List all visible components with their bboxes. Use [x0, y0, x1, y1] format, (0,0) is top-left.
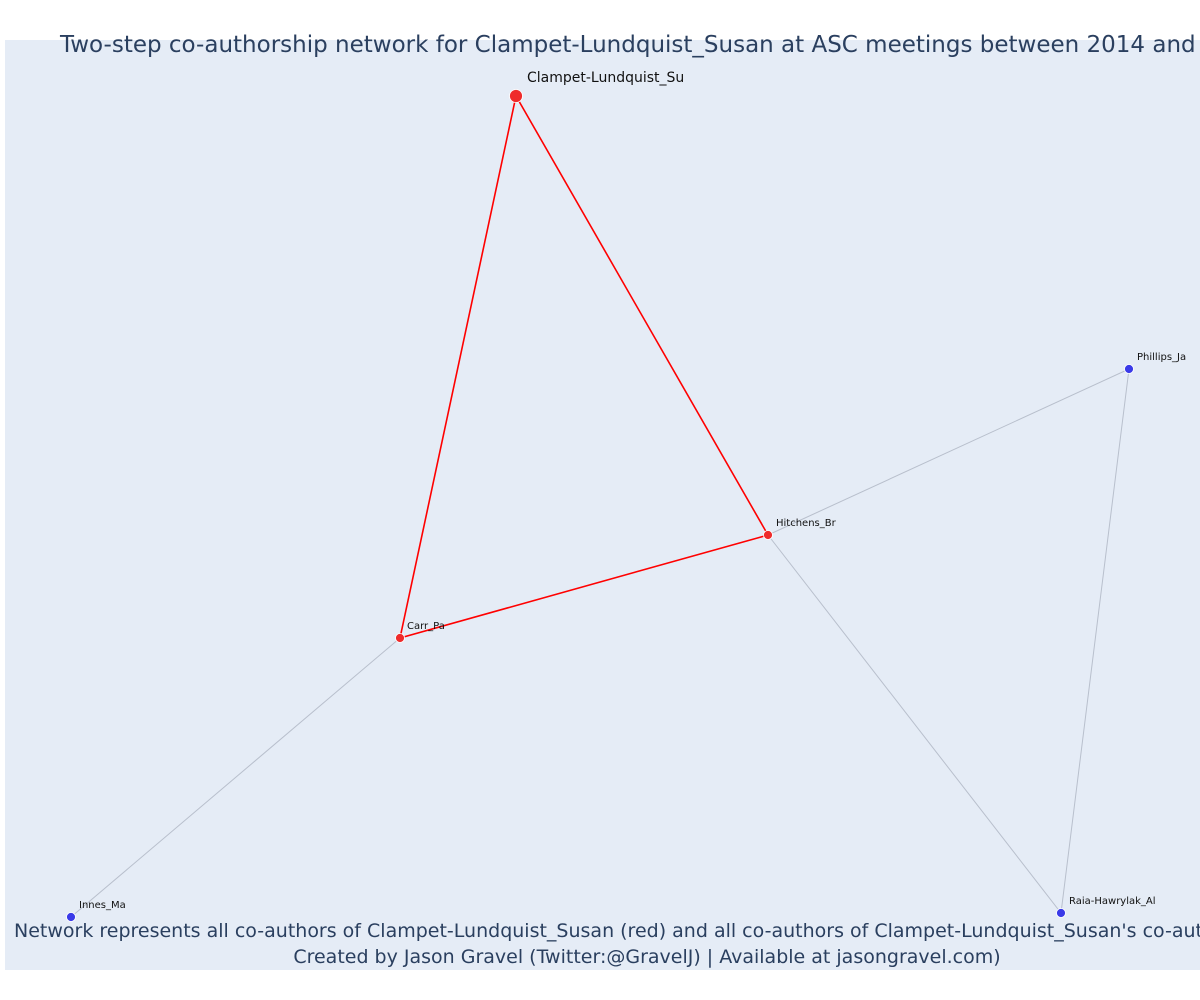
node-hitchens[interactable]	[763, 530, 773, 540]
plot-area	[5, 40, 1200, 970]
footer-credit: Created by Jason Gravel (Twitter:@Gravel…	[293, 946, 1001, 968]
node-innes[interactable]	[66, 912, 76, 922]
edges-layer	[70, 95, 1130, 918]
edge-hitchens-phillips	[767, 368, 1130, 536]
node-label-hitchens: Hitchens_Br	[776, 518, 837, 529]
node-label-carr: Carr_Pa	[407, 621, 445, 632]
node-label-clampet: Clampet-Lundquist_Su	[527, 70, 684, 86]
edge-clampet-carr	[399, 95, 517, 639]
node-label-phillips: Phillips_Ja	[1137, 352, 1186, 363]
edge-clampet-hitchens	[515, 95, 769, 536]
chart-title: Two-step co-authorship network for Clamp…	[60, 32, 1196, 58]
edge-hitchens-raia	[767, 534, 1062, 914]
node-phillips[interactable]	[1124, 364, 1134, 374]
node-carr[interactable]	[395, 633, 405, 643]
edge-phillips-raia	[1060, 368, 1130, 914]
edge-carr-hitchens	[399, 534, 769, 639]
node-raia[interactable]	[1056, 908, 1066, 918]
node-label-innes: Innes_Ma	[79, 900, 126, 911]
edge-carr-innes	[70, 637, 401, 918]
nodes-layer	[66, 89, 1134, 922]
node-clampet[interactable]	[509, 89, 523, 103]
node-label-raia: Raia-Hawrylak_Al	[1069, 896, 1156, 907]
footer-caption: Network represents all co-authors of Cla…	[14, 920, 1200, 942]
